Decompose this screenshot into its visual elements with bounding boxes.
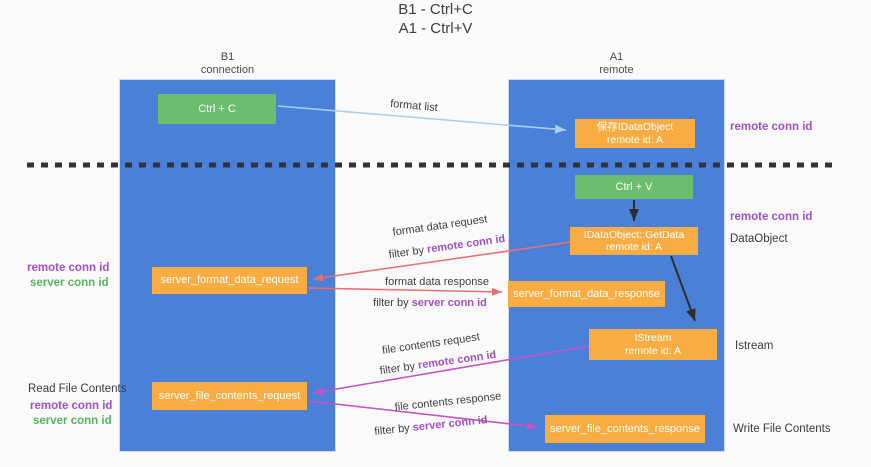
box-ctrl-c: Ctrl + C bbox=[158, 94, 276, 124]
actor-header-a1: A1 remote bbox=[508, 51, 725, 77]
right-label-dataobject: DataObject bbox=[730, 233, 788, 245]
arrow-format-data-response bbox=[308, 287, 503, 296]
filter-key-remote-conn-id: remote conn id bbox=[426, 232, 506, 256]
filter-prefix: filter by bbox=[388, 243, 428, 262]
right-label-remote-conn-id-mid: remote conn id bbox=[730, 211, 813, 223]
box-ctrl-v: Ctrl + V bbox=[575, 175, 693, 199]
right-label-remote-conn-id-top: remote conn id bbox=[730, 121, 813, 133]
box-ctrl-c-label: Ctrl + C bbox=[198, 102, 236, 115]
label-filter-format-data-response: filter by server conn id bbox=[373, 297, 487, 309]
filter-prefix: filter by bbox=[379, 359, 419, 378]
actor-name-b1: B1 bbox=[220, 51, 235, 63]
filter-key-remote-conn-id: remote conn id bbox=[417, 348, 497, 372]
right-label-istream: Istream bbox=[735, 340, 774, 352]
left-label-remote-conn-id-2: remote conn id bbox=[30, 400, 113, 412]
left-label-remote-conn-id-1: remote conn id bbox=[27, 262, 110, 274]
actor-name-a1: A1 bbox=[609, 51, 624, 63]
actor-role-a1: remote bbox=[599, 64, 634, 76]
label-format-list: format list bbox=[389, 97, 439, 115]
label-file-contents-response: file contents response bbox=[394, 390, 502, 414]
box-server-file-contents-response: server_file_contents_response bbox=[545, 415, 705, 443]
box-save-idataobject-line1: 保存IDataObject bbox=[596, 121, 674, 133]
box-server-format-data-request-label: server_format_data_request bbox=[160, 274, 299, 286]
diagram-title: B1 - Ctrl+C A1 - Ctrl+V bbox=[0, 0, 871, 38]
box-server-format-data-response: server_format_data_response bbox=[508, 281, 665, 307]
left-label-server-conn-id-1: server conn id bbox=[30, 277, 109, 289]
label-filter-format-data-request: filter by remote conn id bbox=[388, 233, 506, 261]
actor-role-b1: connection bbox=[200, 64, 255, 76]
box-server-file-contents-request-label: server_file_contents_request bbox=[158, 389, 301, 402]
label-filter-file-contents-response: filter by server conn id bbox=[374, 414, 488, 438]
box-istream-line2: remote id: A bbox=[624, 344, 682, 357]
box-server-format-data-request: server_format_data_request bbox=[152, 267, 307, 294]
label-format-data-response: format data response bbox=[385, 276, 489, 288]
box-idataobject-getdata-line2: remote id: A bbox=[605, 241, 663, 253]
filter-key-server-conn-id: server conn id bbox=[411, 297, 487, 309]
box-server-file-contents-response-label: server_file_contents_response bbox=[550, 422, 700, 435]
title-line-1: B1 - Ctrl+C bbox=[398, 1, 473, 18]
box-save-idataobject: 保存IDataObject remote id: A bbox=[575, 119, 695, 148]
filter-prefix: filter by bbox=[373, 297, 412, 309]
box-server-file-contents-request: server_file_contents_request bbox=[152, 382, 307, 410]
label-format-data-request: format data request bbox=[391, 213, 489, 239]
box-save-idataobject-line2: remote id: A bbox=[606, 133, 664, 146]
left-label-read-file-contents: Read File Contents bbox=[28, 383, 127, 395]
box-idataobject-getdata-line1: IDataObject::GetData bbox=[583, 228, 685, 241]
box-ctrl-v-label: Ctrl + V bbox=[615, 180, 653, 193]
filter-prefix: filter by bbox=[373, 421, 414, 438]
box-idataobject-getdata: IDataObject::GetData remote id: A bbox=[570, 227, 698, 255]
right-label-write-file-contents: Write File Contents bbox=[733, 423, 831, 435]
box-istream-line1: IStream bbox=[634, 332, 672, 344]
box-istream: IStream remote id: A bbox=[589, 329, 717, 360]
left-label-server-conn-id-2: server conn id bbox=[33, 415, 112, 427]
box-server-format-data-response-label: server_format_data_response bbox=[513, 287, 660, 300]
filter-key-server-conn-id: server conn id bbox=[412, 414, 489, 434]
actor-header-b1: B1 connection bbox=[119, 51, 336, 77]
title-line-2: A1 - Ctrl+V bbox=[398, 20, 473, 37]
